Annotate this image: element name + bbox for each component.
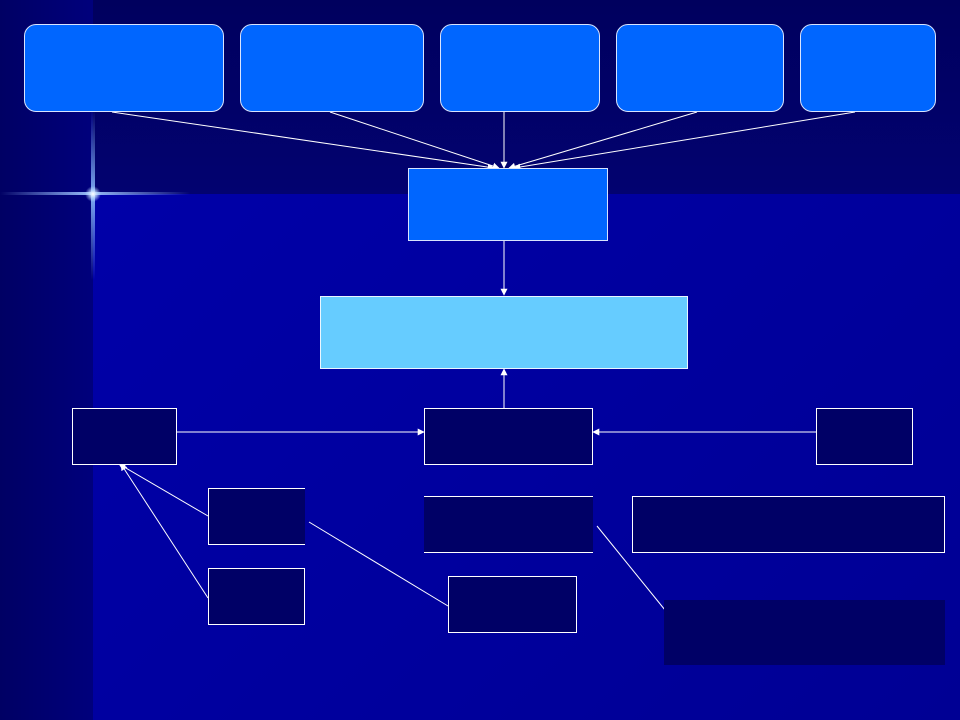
lower-left-lower-node	[208, 568, 305, 625]
lower-center-upper-node	[424, 496, 593, 553]
top-node-4	[616, 24, 784, 112]
background-left-band	[0, 0, 93, 720]
middle-right-node	[816, 408, 913, 465]
top-node-3	[440, 24, 600, 112]
top-node-5	[800, 24, 936, 112]
top-node-1	[24, 24, 224, 112]
middle-center-node	[424, 408, 593, 465]
middle-left-node	[72, 408, 177, 465]
lower-right-wide-node	[632, 496, 945, 553]
top-node-2	[240, 24, 424, 112]
lower-right-bottom-node	[664, 600, 945, 665]
lower-center-lower-node	[448, 576, 577, 633]
lower-left-upper-node	[208, 488, 305, 545]
light-flare-sparkle	[85, 186, 101, 202]
core-node	[320, 296, 688, 369]
hub-node	[408, 168, 608, 241]
